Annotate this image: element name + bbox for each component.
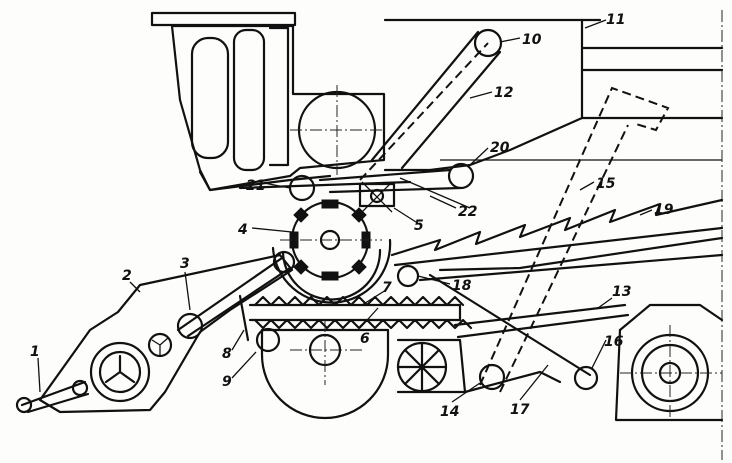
engine-fan <box>290 85 385 175</box>
label-17: 17 <box>510 402 530 418</box>
label-7: 7 <box>382 280 392 296</box>
label-11: 11 <box>606 12 625 28</box>
operator-cab <box>150 11 386 192</box>
label-19: 19 <box>654 202 674 218</box>
label-3: 3 <box>180 256 190 272</box>
label-22: 22 <box>458 204 477 220</box>
label-13: 13 <box>612 284 631 300</box>
label-1: 1 <box>30 344 40 360</box>
straw-walkers <box>390 198 724 282</box>
drive-wheel <box>260 320 390 420</box>
threshing-drum <box>271 199 392 304</box>
label-15: 15 <box>596 176 616 192</box>
drive-sprocket <box>358 181 396 213</box>
leader-lines <box>37 19 653 403</box>
labels: 1 2 3 4 5 6 7 8 9 10 11 12 13 14 15 16 1… <box>30 12 674 420</box>
label-2: 2 <box>122 268 132 284</box>
grain-tank <box>383 18 724 172</box>
header <box>15 250 296 414</box>
feeder-conveyor <box>238 294 473 353</box>
label-6: 6 <box>360 331 370 347</box>
label-12: 12 <box>494 85 513 101</box>
label-20: 20 <box>490 140 510 156</box>
label-14: 14 <box>440 404 459 420</box>
label-5: 5 <box>414 218 424 234</box>
label-18: 18 <box>452 278 472 294</box>
label-9: 9 <box>222 374 232 390</box>
rear-wheel <box>614 303 724 422</box>
label-8: 8 <box>222 346 232 362</box>
tailings-elevator <box>479 86 670 393</box>
cleaning-fan <box>396 338 467 394</box>
label-16: 16 <box>604 334 624 350</box>
sieves <box>396 264 630 394</box>
label-4: 4 <box>237 222 248 238</box>
label-10: 10 <box>522 32 542 48</box>
label-21: 21 <box>246 178 265 194</box>
